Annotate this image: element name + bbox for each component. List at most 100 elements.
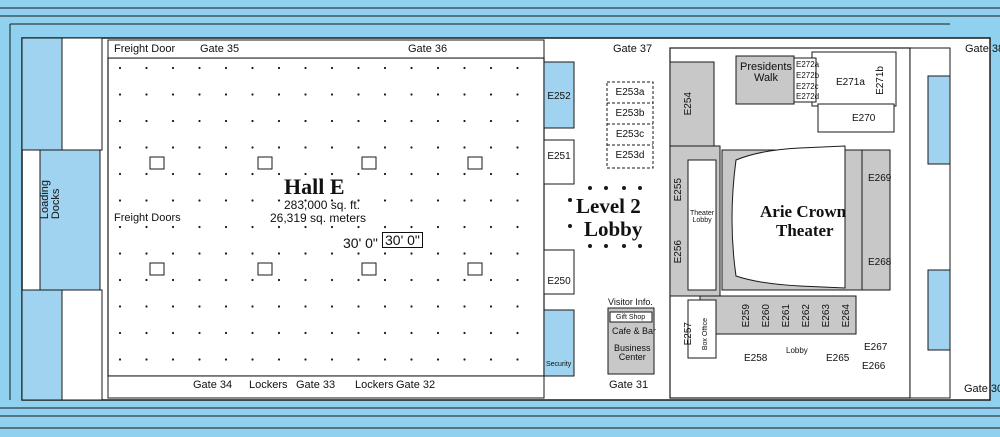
column-dot [436,172,440,176]
column-dot [304,305,307,308]
column-dot [463,119,466,123]
column-dot [436,225,440,229]
column-dot [410,252,413,255]
column-dot [516,278,519,282]
column-dot [383,278,387,282]
column-dot [224,225,228,229]
column-dot [330,225,334,229]
column-dot [463,66,466,70]
column-dot [198,119,201,123]
column-dot [304,252,307,255]
column-dot [410,66,413,70]
column-dot [436,252,440,255]
column-dot [357,331,360,335]
column-dot [198,358,201,361]
room-e250: E250 [547,276,571,287]
lobby-line2: Lobby [584,217,643,241]
column-dot [516,252,519,255]
column-dot [251,93,254,96]
column-dot [516,93,519,96]
column-dot [304,119,307,123]
column-dot [277,225,281,229]
column-dot [224,119,228,123]
column-dot [436,331,440,335]
column-dot [118,252,122,255]
room-e257: E257 [683,322,694,346]
column-dot [436,146,440,149]
column-dot [489,305,493,308]
column-dot [410,305,413,308]
column-dot [118,172,122,176]
column-dot [304,172,307,176]
column-dot [171,278,175,282]
room-e272c: E272c [796,82,819,91]
column-dot [383,119,387,123]
column-dot [383,252,387,255]
column-dot [277,146,281,149]
loading-docks-label: Loading Docks [39,180,62,220]
column-dot [198,305,201,308]
column-dot [489,331,493,335]
room-e268: E268 [868,257,892,268]
column-dot [383,331,387,335]
column-dot [489,146,493,149]
column-dot [436,278,440,282]
column-dot [118,119,122,123]
column-grid [118,66,519,361]
column-dot [224,331,228,335]
room-e264: E264 [841,304,852,328]
gift-shop-label: Gift Shop [616,314,646,321]
column-dot [224,93,228,96]
column-dot [383,358,387,361]
column-dot [198,331,201,335]
column-dot [410,93,413,96]
lobby-line1: Level 2 [576,194,641,218]
column-dot [277,278,281,282]
column-dot [330,119,334,123]
column-dot [118,278,122,282]
column-dot [304,331,307,335]
column-dot [410,172,413,176]
theater-line2: Theater [776,221,834,240]
security-label: Security [546,361,572,368]
column-dot [171,358,175,361]
lobby-small-label: Lobby [786,346,808,355]
column-dot [410,146,413,149]
room-e271b: E271b [875,66,886,95]
room-e261: E261 [781,304,792,328]
column-dot [489,119,493,123]
dimension-a: 30' 0" [343,235,378,251]
column-dot [171,199,175,202]
column-dot [357,252,360,255]
column-dot [357,119,360,123]
column-dot [277,331,281,335]
column-dot [436,358,440,361]
column-dot [463,93,466,96]
column-dot [383,146,387,149]
column-dot [277,119,281,123]
column-dot [171,172,175,176]
column-dot [224,146,228,149]
column-dot [383,305,387,308]
column-dot [118,93,122,96]
hall-e-name: Hall E [284,174,345,199]
column-dot [516,119,519,123]
column-dot [198,66,201,70]
column-dot [171,252,175,255]
column-dot [277,305,281,308]
column-dot [463,358,466,361]
column-dot [304,66,307,70]
column-dot [118,66,122,70]
column-dot [304,225,307,229]
column-dot [198,278,201,282]
column-dot [145,278,148,282]
room-e272b: E272b [796,71,820,80]
column-dot [516,146,519,149]
column-dot [224,66,228,70]
perimeter-roads [0,7,1000,429]
column-dot [357,278,360,282]
column-dot [251,199,254,202]
room-e272a: E272a [796,60,820,69]
column-dot [277,66,281,70]
